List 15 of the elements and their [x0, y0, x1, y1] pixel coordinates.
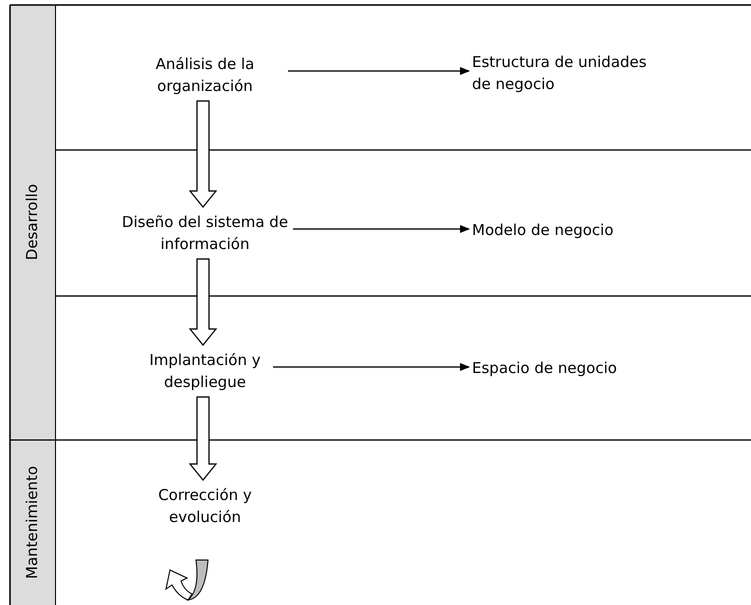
block-arrow: [188, 258, 218, 346]
result-label: Estructura de unidades de negocio: [472, 51, 657, 95]
result-label: Espacio de negocio: [472, 357, 672, 381]
block-arrow: [188, 100, 218, 208]
process-label: Implantación y despliegue: [140, 349, 270, 393]
arrow: [273, 363, 470, 371]
result-label: Modelo de negocio: [472, 219, 672, 243]
process-label: Diseño del sistema de información: [120, 211, 290, 255]
arrow: [288, 67, 470, 75]
arrow: [293, 225, 470, 233]
block-arrow: [188, 396, 218, 481]
process-label: Análisis de la organización: [125, 53, 285, 97]
process-label: Corrección y evolución: [125, 484, 285, 528]
phase-band: Desarrollo: [10, 5, 56, 440]
phase-band: Mantenimiento: [10, 440, 56, 605]
